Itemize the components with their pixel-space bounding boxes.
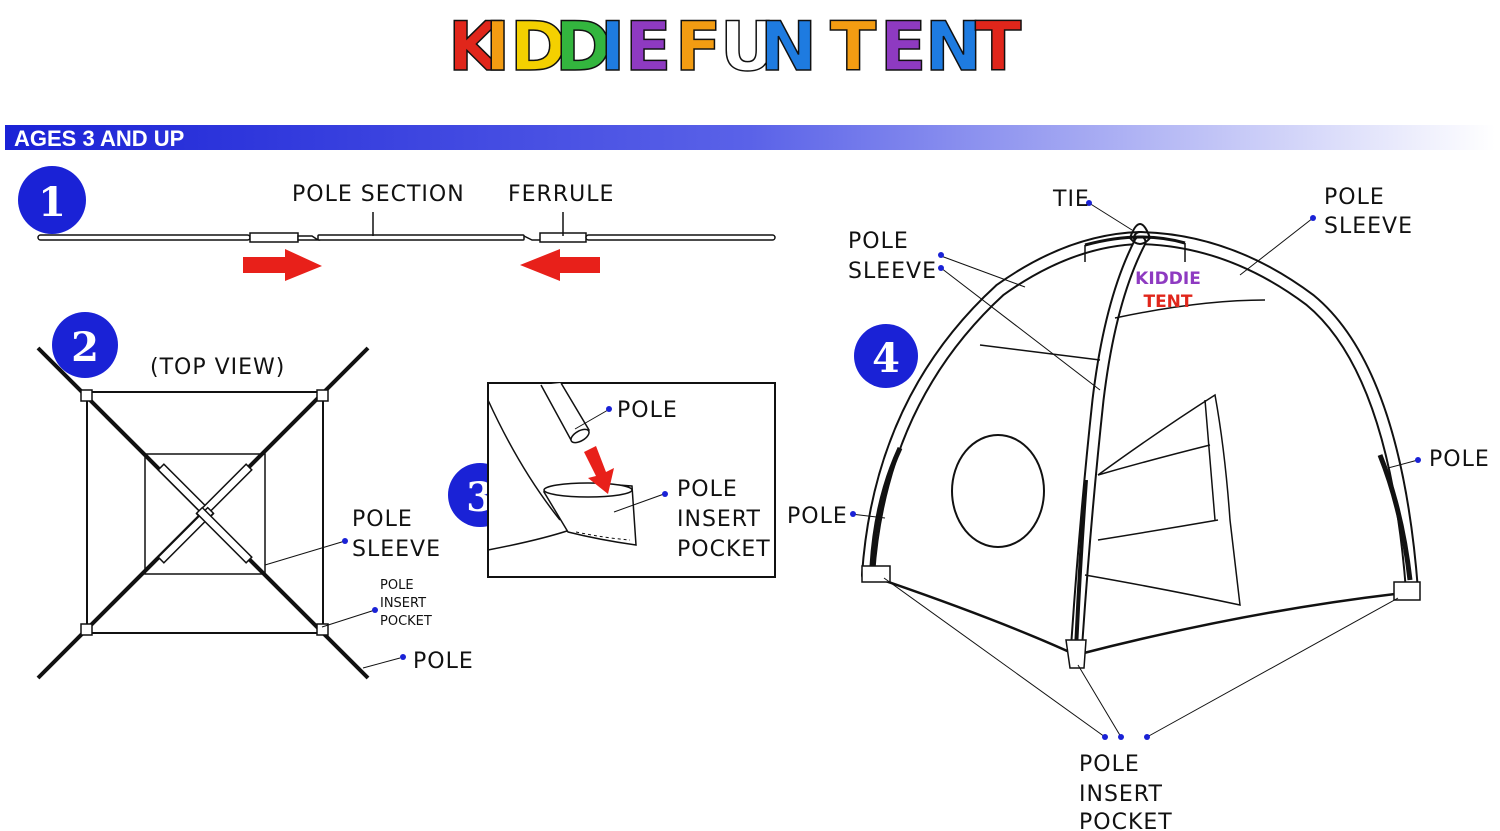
- title-letter: E: [625, 8, 671, 87]
- label-step3-pocket-line3: POCKET: [677, 537, 771, 562]
- label-pocket-line3: POCKET: [380, 614, 432, 629]
- arrow-down-red: [584, 446, 614, 494]
- age-banner-text: AGES 3 AND UP: [14, 126, 184, 151]
- dot-sleeve-right: [1310, 215, 1316, 221]
- label-pocket-line2: INSERT: [380, 596, 426, 611]
- label-tie: TIE: [1052, 187, 1090, 212]
- dot-sleeve-left-b: [938, 265, 944, 271]
- tent-logo-line1: KIDDIE: [1135, 269, 1201, 289]
- dot-tie: [1086, 200, 1092, 206]
- label-tent-pocket-line1: POLE: [1079, 752, 1140, 777]
- dot-pole-sleeve: [342, 538, 348, 544]
- dot-pole-right: [1415, 457, 1421, 463]
- step-badge-1: 1: [18, 166, 86, 234]
- arrow-left-red: [520, 249, 600, 281]
- dot-pole-insert-pocket: [372, 607, 378, 613]
- step4-tent-diagram: [850, 202, 1421, 738]
- dot-pocket-a: [1102, 734, 1108, 740]
- label-sleeve-right-line1: POLE: [1324, 185, 1385, 210]
- title-letter: F: [675, 8, 721, 87]
- title-letter: I: [485, 8, 510, 87]
- label-step3-pocket-line1: POLE: [677, 477, 738, 502]
- step-badge-2: 2: [52, 312, 118, 378]
- step-number-4: 4: [872, 335, 900, 382]
- label-pole-sleeve-line2: SLEEVE: [352, 537, 441, 562]
- label-ferrule: FERRULE: [508, 182, 614, 207]
- title-letter: D: [510, 8, 566, 87]
- arrow-right-red: [243, 249, 322, 281]
- label-step3-pole: POLE: [617, 398, 678, 423]
- label-tent-pocket-line2: INSERT: [1079, 782, 1163, 807]
- title-letter: K: [448, 8, 503, 87]
- label-pole-sleeve-line1: POLE: [352, 507, 413, 532]
- dot-pole-left: [850, 511, 856, 517]
- dot-step3-pocket: [662, 491, 668, 497]
- step-number-1: 1: [38, 179, 66, 226]
- step-number-2: 2: [71, 324, 99, 371]
- title-letter: T: [975, 8, 1022, 87]
- dot-pocket-b: [1118, 734, 1124, 740]
- dot-pocket-c: [1144, 734, 1150, 740]
- label-sleeve-left-line2: SLEEVE: [848, 259, 937, 284]
- title-letter: D: [555, 8, 611, 87]
- title-letter: I: [600, 8, 625, 87]
- title-letter: T: [830, 8, 877, 87]
- step1-pole-diagram: [37, 212, 776, 243]
- label-pole-section: POLE SECTION: [292, 182, 465, 207]
- label-pocket-line1: POLE: [380, 578, 414, 593]
- label-sleeve-left-line1: POLE: [848, 229, 909, 254]
- label-top-view: (TOP VIEW): [150, 355, 285, 380]
- title-letter: U: [720, 8, 775, 87]
- label-pole-right: POLE: [1429, 447, 1490, 472]
- dot-step3-pole: [606, 406, 612, 412]
- label-sleeve-right-line2: SLEEVE: [1324, 214, 1413, 239]
- dot-pole: [400, 654, 406, 660]
- tent-logo-line2: TENT: [1143, 292, 1192, 312]
- step-badge-4: 4: [854, 324, 918, 388]
- label-pole-left: POLE: [787, 504, 848, 529]
- step3-pocket-diagram: [487, 382, 776, 578]
- step2-top-view-diagram: [36, 346, 401, 680]
- label-pole: POLE: [413, 649, 474, 674]
- age-banner: AGES 3 AND UP: [5, 125, 1495, 151]
- title-letter: E: [880, 8, 926, 87]
- title-letter: N: [925, 8, 982, 87]
- label-step3-pocket-line2: INSERT: [677, 507, 761, 532]
- title-letter: N: [760, 8, 817, 87]
- dot-sleeve-left-a: [938, 252, 944, 258]
- label-tent-pocket-line3: POCKET: [1079, 810, 1173, 831]
